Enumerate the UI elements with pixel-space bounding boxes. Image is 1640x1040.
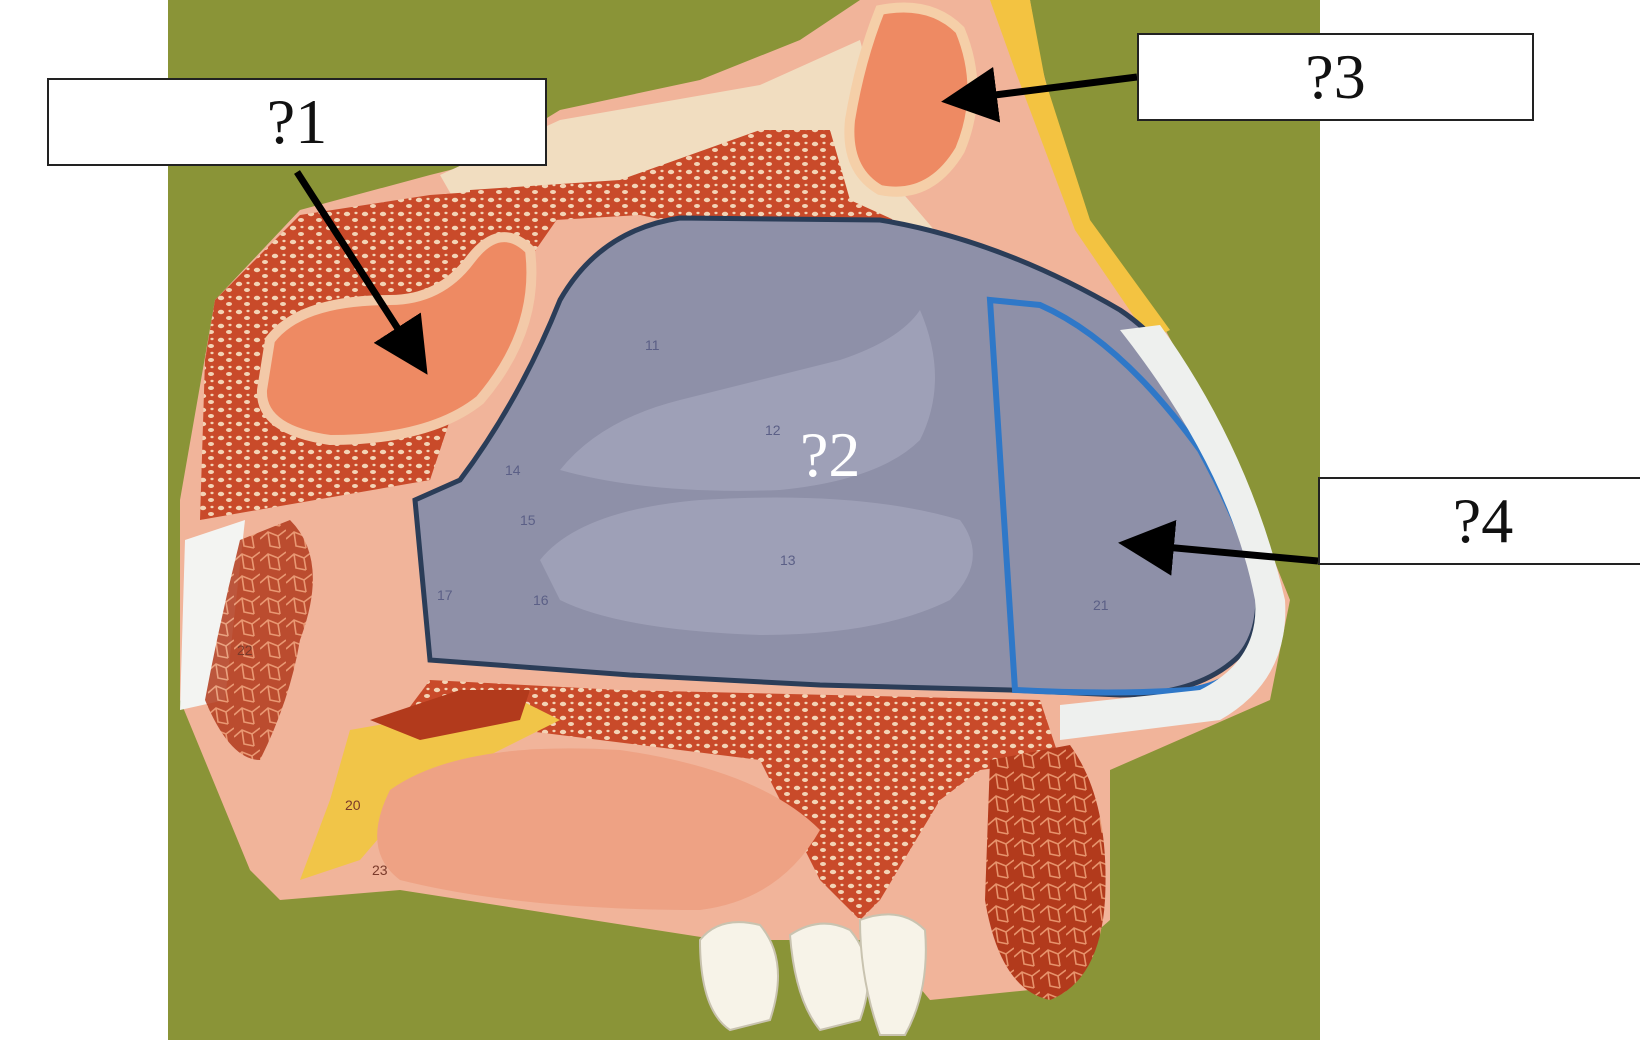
model-number: 15	[520, 512, 536, 528]
nasal-bone-edge	[990, 0, 1170, 340]
nasal-cartilage	[1060, 325, 1286, 740]
model-number: 12	[765, 422, 781, 438]
middle-turbinate	[560, 310, 935, 491]
arrow-3	[941, 66, 1138, 123]
pharyngeal-muscle	[205, 520, 313, 760]
label-text-2: ?2	[800, 419, 861, 490]
oral-cavity	[377, 748, 820, 910]
label-box-4: ?4	[1318, 477, 1640, 565]
model-number: 14	[505, 462, 521, 478]
upper-lip-muscle	[985, 745, 1106, 1000]
label-box-3: ?3	[1137, 33, 1534, 121]
soft-palate-muscle	[370, 690, 530, 740]
model-number: 20	[345, 797, 361, 813]
frontal-sinus	[844, 2, 978, 197]
palate-yellow-layer	[300, 700, 560, 880]
inferior-turbinate	[540, 497, 973, 635]
model-number: 22	[237, 642, 253, 658]
model-number: 13	[780, 552, 796, 568]
arrow-4	[1118, 519, 1319, 576]
label-text-1: ?1	[266, 86, 328, 157]
label-box-1: ?1	[47, 78, 547, 166]
model-number: 11	[645, 337, 660, 353]
model-number: 21	[1093, 597, 1109, 613]
arrow-1	[294, 170, 428, 375]
model-number: 16	[533, 592, 549, 608]
label-text-3: ?3	[1305, 41, 1366, 112]
hard-palate	[400, 680, 1060, 920]
teeth	[698, 913, 927, 1036]
model-number: 23	[372, 862, 388, 878]
label-text-4: ?4	[1452, 485, 1514, 556]
model-number: 17	[437, 587, 453, 603]
